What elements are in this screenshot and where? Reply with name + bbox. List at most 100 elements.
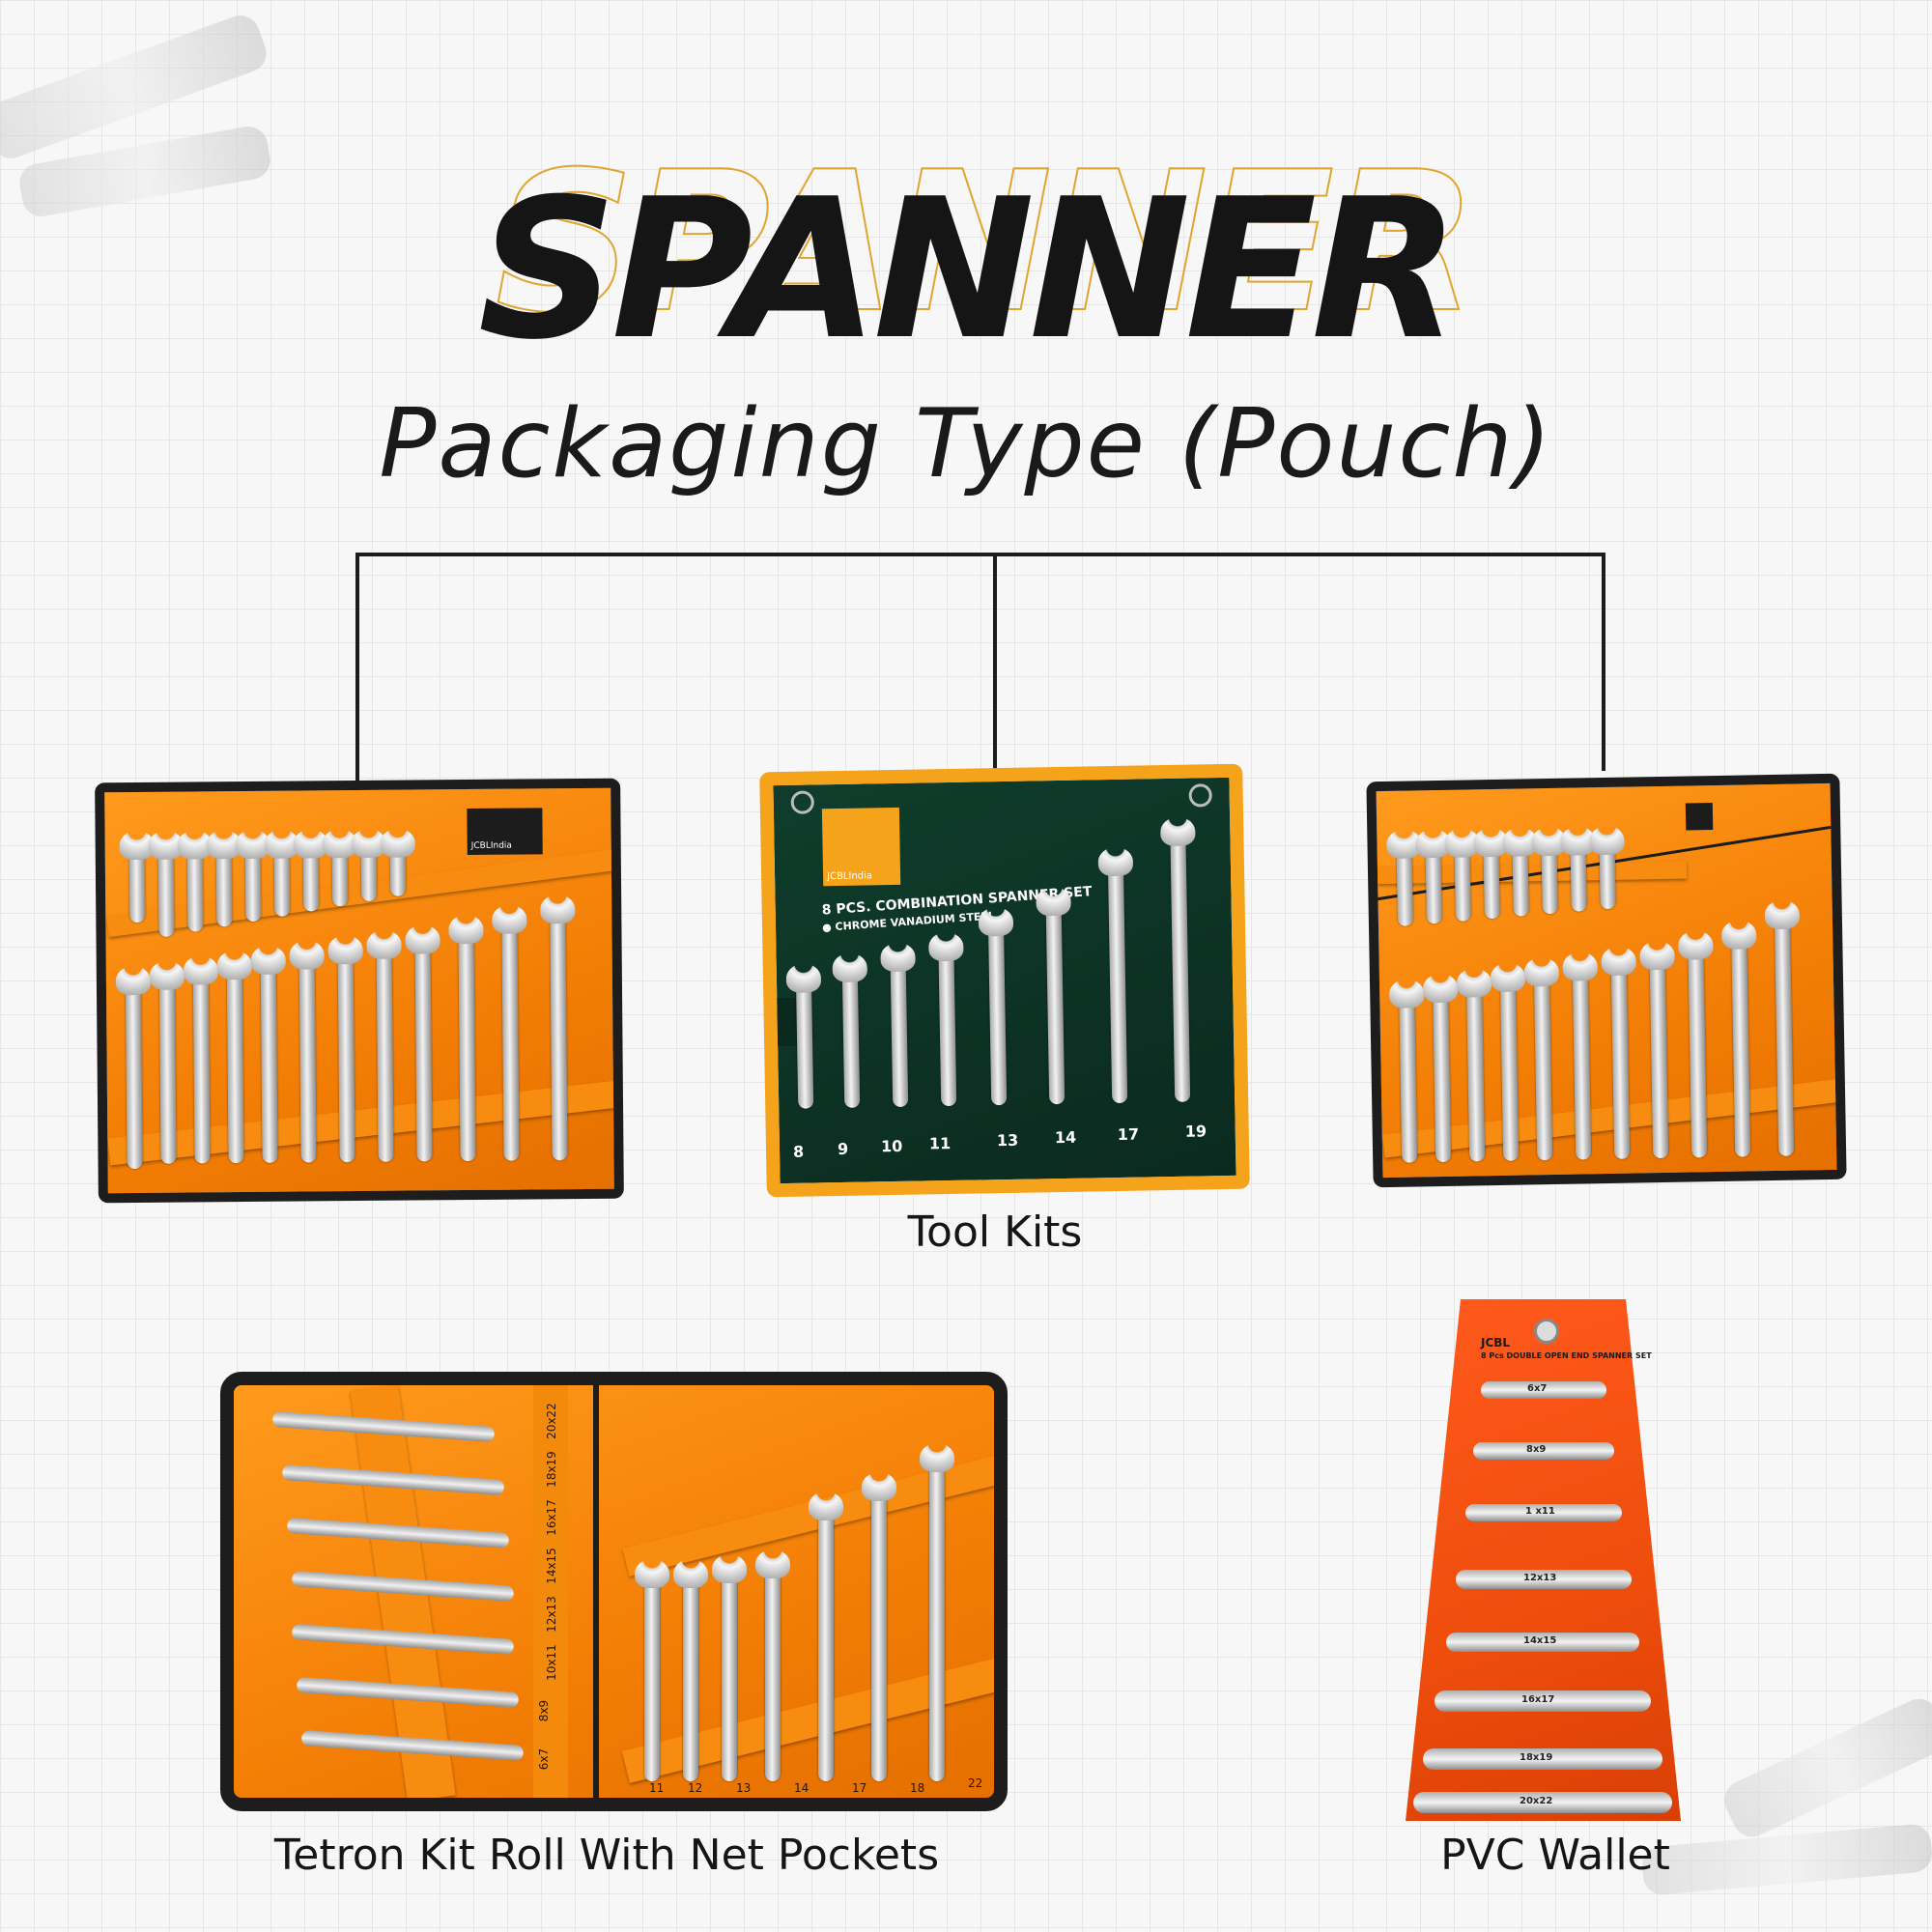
spanner bbox=[841, 972, 861, 1108]
spanner bbox=[414, 944, 433, 1162]
spanner bbox=[862, 1472, 896, 1781]
spanner bbox=[337, 954, 355, 1163]
spanner bbox=[1107, 866, 1128, 1104]
wallet-spanner: 18x19 bbox=[1423, 1748, 1662, 1770]
spanner bbox=[1425, 847, 1442, 924]
connector-left bbox=[355, 553, 359, 782]
spanner bbox=[796, 982, 814, 1109]
page-subtitle: Packaging Type (Pouch) bbox=[379, 389, 1553, 499]
spanner bbox=[988, 926, 1008, 1106]
wallet-spanner: 16x17 bbox=[1435, 1690, 1651, 1712]
size-label: 8x9 bbox=[537, 1699, 552, 1722]
spanner bbox=[1399, 998, 1418, 1163]
hang-hole-icon bbox=[1534, 1319, 1559, 1344]
spanner bbox=[1688, 950, 1708, 1158]
spanner bbox=[673, 1559, 708, 1781]
wallet-spanner: 8x9 bbox=[1473, 1442, 1614, 1460]
size-label: 8 bbox=[792, 1142, 805, 1161]
size-label: 10x11 bbox=[544, 1644, 558, 1681]
spanner bbox=[755, 1549, 790, 1781]
spanner bbox=[1433, 992, 1452, 1163]
spanner bbox=[128, 849, 146, 923]
spanner bbox=[938, 951, 957, 1107]
size-label: 11 bbox=[649, 1781, 665, 1795]
spanner bbox=[809, 1492, 843, 1781]
size-label: 9 bbox=[837, 1139, 849, 1159]
size-label: 13 bbox=[996, 1130, 1019, 1151]
spanner bbox=[215, 849, 233, 927]
spanner bbox=[244, 848, 262, 923]
size-label: 12 bbox=[688, 1781, 703, 1795]
spanner bbox=[1500, 981, 1520, 1161]
spanner bbox=[302, 848, 320, 912]
wallet-brand: JCBL bbox=[1481, 1336, 1511, 1350]
spanner bbox=[920, 1443, 954, 1781]
spanner bbox=[712, 1554, 747, 1781]
spanner bbox=[157, 849, 175, 937]
size-label: 19 bbox=[1184, 1122, 1208, 1141]
spanner bbox=[260, 964, 278, 1163]
connector-horizontal bbox=[355, 553, 1605, 556]
pocket-band bbox=[621, 1658, 994, 1783]
wallet-spanner: 12x13 bbox=[1456, 1570, 1632, 1589]
size-label: 14 bbox=[794, 1781, 810, 1795]
spanner bbox=[1649, 959, 1669, 1159]
spanner bbox=[1541, 845, 1558, 915]
size-label: 11 bbox=[928, 1134, 952, 1153]
size-label: 6x7 bbox=[537, 1747, 552, 1771]
spanner bbox=[890, 961, 909, 1108]
size-label: 22 bbox=[968, 1776, 983, 1790]
background-wrench-icon bbox=[1718, 1692, 1932, 1843]
spanner bbox=[125, 984, 143, 1170]
spanner bbox=[226, 970, 244, 1164]
spanner bbox=[1599, 844, 1616, 910]
spanner bbox=[186, 849, 204, 932]
title-outline: SPANNER bbox=[495, 130, 1478, 355]
pouch-pvc-wallet: JCBL 8 Pcs DOUBLE OPEN END SPANNER SET 6… bbox=[1406, 1299, 1681, 1821]
caption-tetron-kit-roll: Tetron Kit Roll With Net Pockets bbox=[273, 1831, 940, 1880]
pocket-band bbox=[107, 1079, 624, 1166]
spanner bbox=[298, 959, 317, 1163]
size-label: 17 bbox=[852, 1781, 867, 1795]
spanner bbox=[1170, 836, 1191, 1102]
spanner bbox=[1483, 846, 1500, 920]
spanner bbox=[1045, 905, 1065, 1105]
spanner bbox=[458, 933, 476, 1162]
spanner bbox=[331, 848, 349, 907]
title-block: SPANNER SPANNER bbox=[0, 131, 1932, 383]
brand-label: JCBLIndia bbox=[467, 808, 543, 856]
brand-label: JCBLIndia bbox=[821, 807, 901, 887]
spanner bbox=[1610, 965, 1631, 1159]
pouch-green-center: JCBLIndia 8 PCS. COMBINATION SPANNER SET… bbox=[759, 763, 1250, 1198]
spanner bbox=[273, 848, 291, 917]
spanner bbox=[1454, 847, 1471, 922]
zipper-seam bbox=[593, 1385, 599, 1798]
wallet-spanner: 14x15 bbox=[1446, 1633, 1639, 1652]
pouch-orange-right bbox=[1366, 773, 1847, 1188]
page-title: SPANNER bbox=[477, 157, 1460, 383]
wallet-heading: 8 Pcs DOUBLE OPEN END SPANNER SET bbox=[1481, 1351, 1652, 1360]
wallet-spanner: 6x7 bbox=[1481, 1381, 1606, 1399]
caption-tool-kits: Tool Kits bbox=[907, 1208, 1083, 1257]
spanner bbox=[376, 949, 394, 1162]
spanner bbox=[1731, 939, 1751, 1157]
spanner bbox=[1572, 971, 1592, 1160]
size-label: 14 bbox=[1054, 1127, 1077, 1148]
spanner bbox=[192, 975, 211, 1164]
spanner bbox=[158, 980, 177, 1164]
spanner bbox=[550, 914, 568, 1161]
size-label: 17 bbox=[1117, 1124, 1140, 1144]
wallet-spanner: 20x22 bbox=[1413, 1792, 1672, 1813]
spanner bbox=[1533, 977, 1553, 1161]
size-label: 14x15 bbox=[544, 1548, 558, 1584]
spanner bbox=[635, 1559, 669, 1781]
size-label: 16x17 bbox=[544, 1499, 558, 1536]
spanner bbox=[1512, 846, 1529, 917]
spanner bbox=[1774, 919, 1795, 1156]
wallet-body bbox=[1406, 1299, 1681, 1821]
wallet-spanner: 1 x11 bbox=[1465, 1504, 1622, 1521]
spanner bbox=[1570, 845, 1587, 912]
spanner bbox=[360, 847, 378, 901]
connector-right bbox=[1602, 553, 1605, 771]
spanner bbox=[1466, 987, 1486, 1162]
